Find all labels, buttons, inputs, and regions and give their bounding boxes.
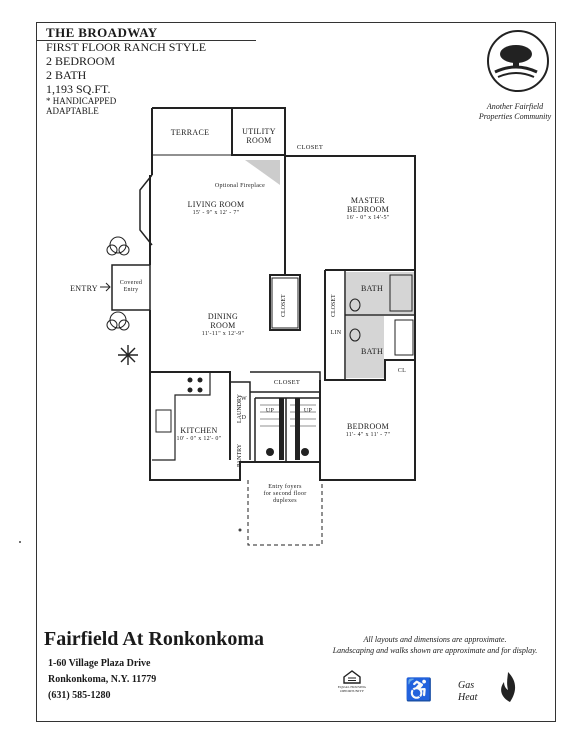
fireplace-label: Optional Fireplace	[214, 183, 266, 189]
community-name: Fairfield At Ronkonkoma	[44, 628, 265, 650]
equal-housing-badge: EQUAL HOUSING OPPORTUNITY	[335, 670, 369, 693]
linen-label: LIN	[330, 330, 342, 336]
plan-note-2: ADAPTABLE	[46, 106, 99, 116]
page-border	[36, 22, 556, 722]
stair-up-1-label: UP	[265, 408, 275, 414]
brand-tagline: Another Fairfield Properties Community	[478, 102, 552, 121]
address-block: 1-60 Village Plaza Drive Ronkonkoma, N.Y…	[48, 656, 156, 704]
cl-label: CL	[397, 368, 407, 374]
fairfield-tree-logo	[487, 30, 549, 92]
plan-baths: 2 BATH	[46, 68, 87, 82]
equal-housing-icon	[343, 670, 361, 684]
entry-label: ENTRY	[70, 284, 98, 293]
dryer-label: D	[241, 415, 247, 421]
header-rule	[36, 40, 256, 41]
phone-number: (631) 585-1280	[48, 690, 111, 701]
plan-note-1: * HANDICAPPED	[46, 96, 117, 106]
header-block: THE BROADWAY FIRST FLOOR RANCH STYLE 2 B…	[46, 25, 207, 117]
pantry-label: PANTRY	[237, 443, 243, 467]
closet-hall-label: CLOSET	[273, 379, 301, 386]
plan-style: FIRST FLOOR RANCH STYLE	[46, 40, 207, 54]
accessible-icon: ♿	[405, 677, 433, 702]
closet-top-label: CLOSET	[296, 144, 324, 151]
street-address: 1-60 Village Plaza Drive	[48, 658, 151, 669]
disclaimer: All layouts and dimensions are approxima…	[332, 635, 538, 655]
plan-title: THE BROADWAY	[46, 25, 158, 40]
plan-sqft: 1,193 SQ.FT.	[46, 82, 111, 96]
closet-mid-label: CLOSET	[331, 294, 337, 317]
plan-bedrooms: 2 BEDROOM	[46, 54, 116, 68]
closet-left-label: CLOSET	[281, 294, 287, 317]
flame-icon	[501, 672, 516, 702]
terrace-label: TERRACE	[170, 128, 210, 137]
gas-heat-badge: Gas Heat	[458, 680, 478, 703]
washer-label: W	[241, 396, 247, 402]
bath-1-label: BATH	[360, 284, 384, 293]
stair-up-2-label: UP	[303, 408, 313, 414]
city-address: Ronkonkoma, N.Y. 11779	[48, 674, 157, 685]
bath-2-label: BATH	[360, 347, 384, 356]
